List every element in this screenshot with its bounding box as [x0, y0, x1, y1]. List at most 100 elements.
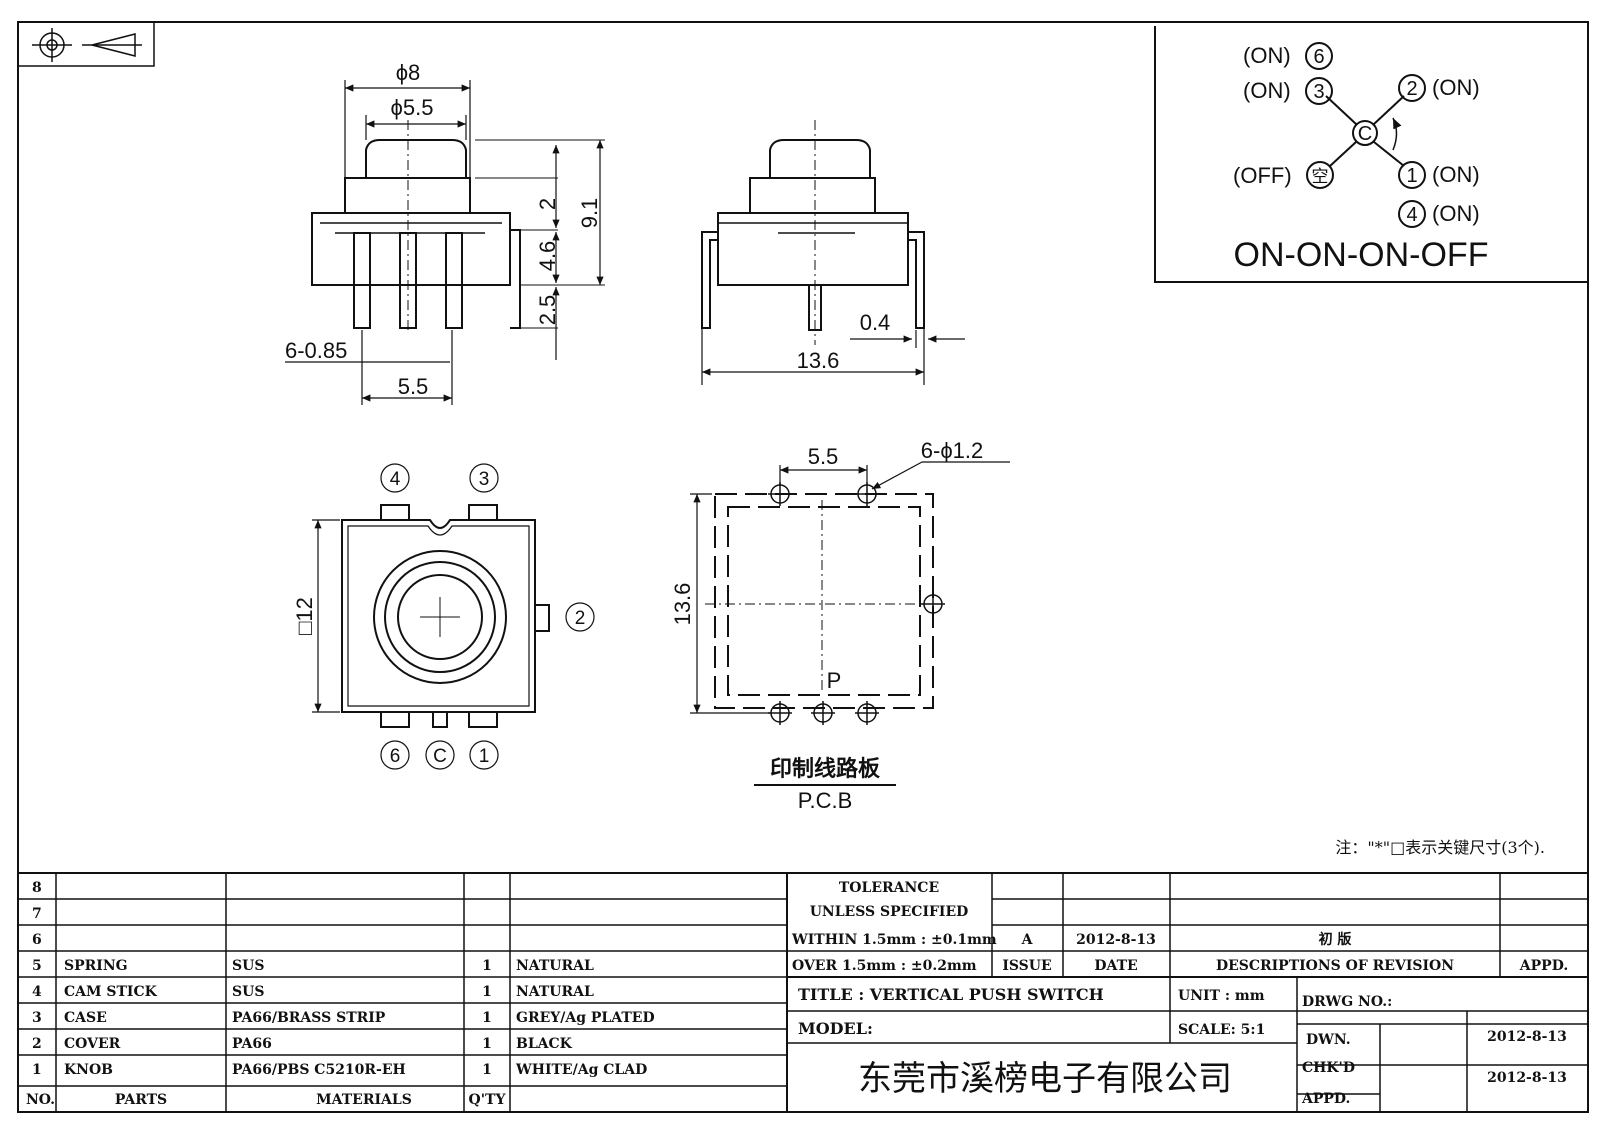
- sch-title: ON-ON-ON-OFF: [1234, 236, 1489, 274]
- sch-n3: 3: [1313, 81, 1324, 103]
- parts-table: 8 7 6 5 SPRING SUS 1 NATURAL 4 CAM STICK…: [26, 880, 655, 1108]
- table-row: 1 KNOB PA66/PBS C5210R-EH 1 WHITE/Ag CLA…: [32, 1062, 647, 1078]
- unit: UNIT : mm: [1178, 988, 1265, 1004]
- tolerance-3: WITHIN 1.5mm : ±0.1mm: [791, 932, 997, 948]
- issue-header: ISSUE: [1002, 958, 1051, 974]
- tolerance-4: OVER 1.5mm : ±0.2mm: [792, 958, 977, 974]
- svg-text:NO.: NO.: [26, 1092, 55, 1108]
- svg-text:5: 5: [32, 958, 42, 974]
- pcb-view: [705, 482, 945, 725]
- table-header: NO. PARTS MATERIALS Q'TY: [26, 1092, 506, 1108]
- dim-pitch: 5.5: [398, 374, 429, 399]
- svg-text:PA66: PA66: [232, 1036, 272, 1052]
- pin-2-label: 2: [575, 608, 586, 629]
- dwn-date: 2012-8-13: [1487, 1029, 1567, 1045]
- svg-text:BLACK: BLACK: [516, 1036, 573, 1052]
- dim-pcb-5-5: 5.5: [808, 444, 839, 469]
- schematic-panel: [1154, 26, 1588, 283]
- table-row: 3 CASE PA66/BRASS STRIP 1 GREY/Ag PLATED: [32, 1010, 655, 1026]
- sch-c: C: [1358, 123, 1372, 145]
- svg-text:NATURAL: NATURAL: [516, 984, 594, 1000]
- svg-text:1: 1: [482, 1062, 492, 1078]
- pin-4-label: 4: [390, 469, 401, 490]
- svg-text:PARTS: PARTS: [115, 1092, 167, 1108]
- tolerance-2: UNLESS SPECIFIED: [810, 904, 969, 920]
- pcb-label: 印制线路板 P.C.B: [770, 756, 881, 813]
- svg-text:SUS: SUS: [232, 984, 264, 1000]
- dwn-label: DWN.: [1306, 1032, 1351, 1048]
- drawing-title: TITLE : VERTICAL PUSH SWITCH: [798, 985, 1104, 1004]
- svg-text:7: 7: [32, 906, 42, 922]
- dim-2: 2: [535, 198, 560, 210]
- side-view-right: [701, 120, 925, 345]
- sheet-border: [17, 21, 1589, 1113]
- pcb-view-dims: [690, 461, 1010, 786]
- svg-text:3: 3: [32, 1010, 42, 1026]
- svg-text:COVER: COVER: [64, 1036, 121, 1052]
- drwg-no: DRWG NO.:: [1302, 994, 1392, 1010]
- side-view-right-dims: [701, 328, 965, 385]
- svg-text:8: 8: [32, 880, 42, 896]
- dim-0-4: 0.4: [860, 310, 891, 335]
- appd-label: APPD.: [1301, 1091, 1350, 1107]
- svg-text:1: 1: [482, 984, 492, 1000]
- table-row: 7: [32, 906, 42, 922]
- desc-header: DESCRIPTIONS OF REVISION: [1216, 958, 1454, 974]
- svg-text:CASE: CASE: [64, 1010, 107, 1026]
- sch-n2: 2: [1406, 78, 1417, 100]
- dim-13-6: 13.6: [797, 348, 840, 373]
- svg-text:PA66/BRASS STRIP: PA66/BRASS STRIP: [232, 1010, 386, 1026]
- table-grid: [18, 872, 1588, 1112]
- pin-6-label: 6: [390, 746, 401, 767]
- side-view-left: [311, 120, 605, 330]
- side-view-left-dims: [285, 80, 604, 405]
- company-name: 东莞市溪榜电子有限公司: [858, 1060, 1232, 1098]
- revision-desc: 初 版: [1319, 931, 1352, 948]
- top-view: [341, 504, 550, 728]
- dimension-labels: ϕ8 ϕ5.5 2 9.1 4.6 2.5 6-0.85 5.5 0.4 13.…: [285, 60, 983, 693]
- svg-text:MATERIALS: MATERIALS: [316, 1092, 412, 1108]
- svg-text:1: 1: [32, 1062, 42, 1078]
- chkd-date: 2012-8-13: [1487, 1070, 1567, 1086]
- pin-1-label: 1: [479, 746, 490, 767]
- dim-9-1: 9.1: [577, 198, 602, 229]
- projection-symbol-icon: [17, 21, 155, 67]
- svg-text:2: 2: [32, 1036, 42, 1052]
- note: 注："*"□表示关键尺寸(3个).: [1335, 838, 1545, 857]
- pcb-label-en: P.C.B: [798, 788, 853, 813]
- top-view-dims: [312, 463, 595, 770]
- pin-3-label: 3: [479, 469, 490, 490]
- svg-text:Q'TY: Q'TY: [469, 1092, 507, 1108]
- svg-text:4: 4: [32, 984, 42, 1000]
- appd-header: APPD.: [1519, 958, 1568, 974]
- svg-text:SPRING: SPRING: [64, 958, 128, 974]
- dim-4-6: 4.6: [535, 241, 560, 272]
- scale: SCALE: 5:1: [1178, 1022, 1265, 1038]
- svg-text:WHITE/Ag CLAD: WHITE/Ag CLAD: [515, 1062, 647, 1078]
- sch-on2: (ON): [1432, 75, 1480, 100]
- revision-letter: A: [1021, 932, 1034, 948]
- svg-text:SUS: SUS: [232, 958, 264, 974]
- table-row: 5 SPRING SUS 1 NATURAL: [32, 958, 594, 974]
- svg-text:NATURAL: NATURAL: [516, 958, 594, 974]
- dim-phi55: ϕ5.5: [391, 95, 434, 120]
- svg-text:1: 1: [482, 1010, 492, 1026]
- sch-off: (OFF): [1233, 163, 1292, 188]
- svg-text:6: 6: [32, 932, 42, 948]
- table-row: 6: [32, 932, 42, 948]
- dim-phi8: ϕ8: [396, 60, 421, 85]
- schematic-labels: (ON) (ON) (ON) (OFF) (ON) (ON) 6 3 2 空 1…: [1233, 43, 1488, 274]
- sch-n1: 1: [1406, 165, 1417, 187]
- sch-n4: 4: [1406, 204, 1417, 226]
- svg-text:GREY/Ag PLATED: GREY/Ag PLATED: [516, 1010, 655, 1026]
- pin-c-label: C: [433, 746, 447, 767]
- sch-on3: (ON): [1243, 78, 1291, 103]
- date-header: DATE: [1094, 958, 1137, 974]
- dim-pcb-13-6: 13.6: [670, 583, 695, 626]
- pcb-p-mark: P: [827, 668, 842, 693]
- model-label: MODEL:: [798, 1019, 873, 1038]
- sch-n6: 6: [1313, 46, 1324, 68]
- sch-kong: 空: [1312, 167, 1329, 186]
- sch-on1: (ON): [1432, 162, 1480, 187]
